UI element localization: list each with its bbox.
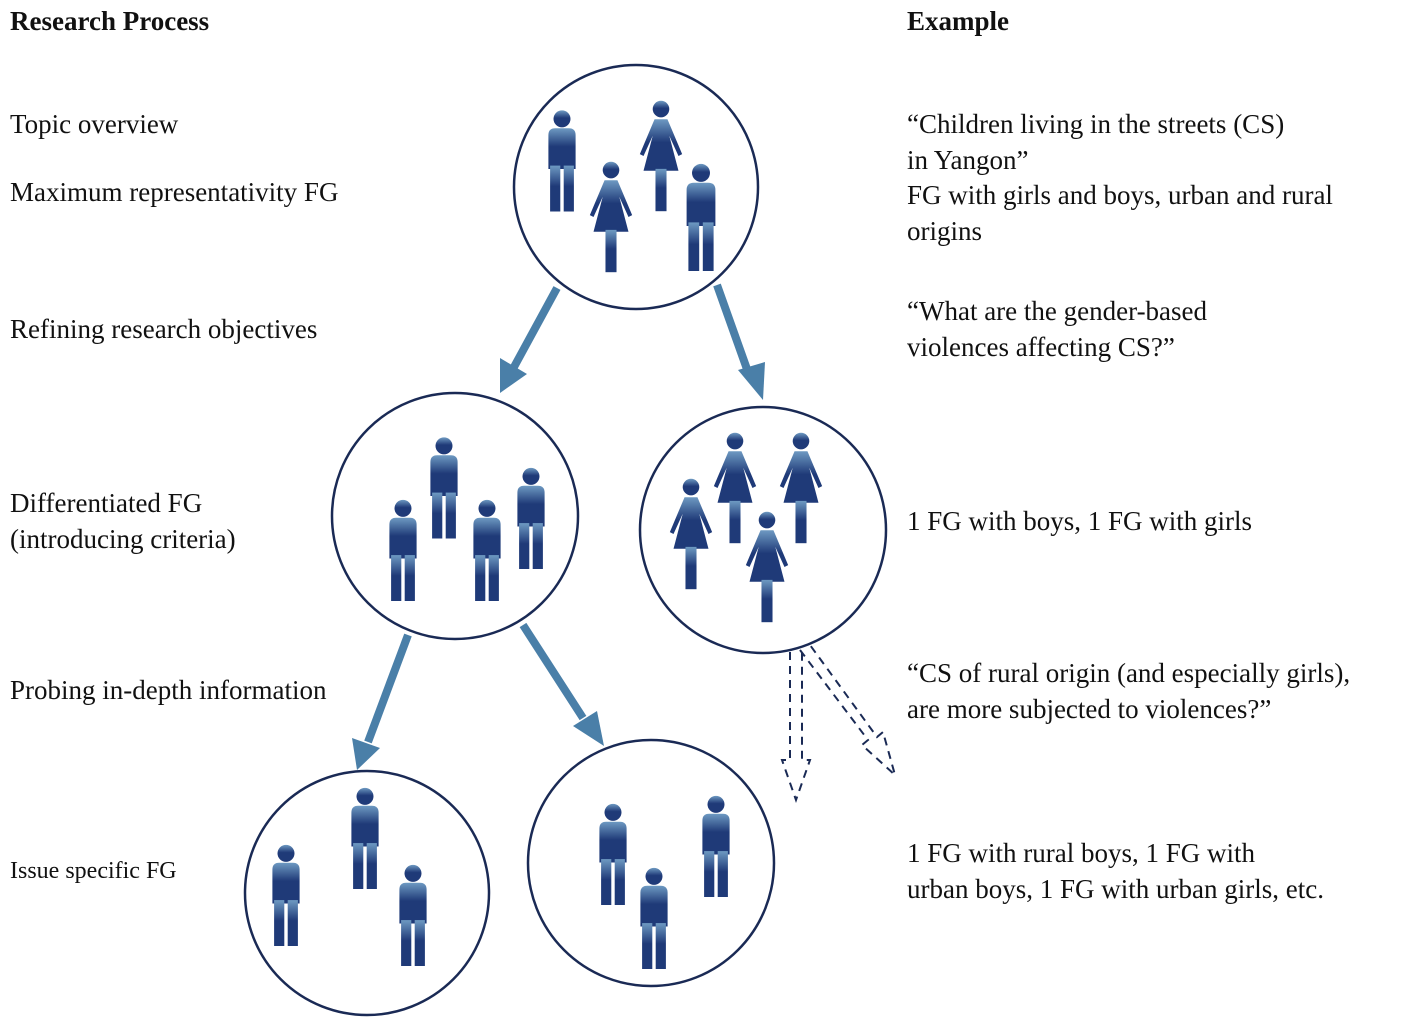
step-issue-specific-fg: Issue specific FG xyxy=(10,858,177,884)
example-max-fg-line-2: origins xyxy=(907,216,983,246)
step-differentiated-line-2: (introducing criteria) xyxy=(10,524,236,554)
example-objectives-line-2: violences affecting CS?” xyxy=(907,332,1175,362)
step-differentiated-fg: Differentiated FG (introducing criteria) xyxy=(10,485,236,557)
female-person-icon xyxy=(639,100,683,212)
female-person-icon xyxy=(779,432,823,544)
female-person-icon xyxy=(713,432,757,544)
male-person-icon xyxy=(272,844,300,946)
male-person-icon xyxy=(686,163,716,271)
step-differentiated-line-1: Differentiated FG xyxy=(10,488,203,518)
female-person-icon xyxy=(589,161,633,273)
example-differentiated: 1 FG with boys, 1 FG with girls xyxy=(907,506,1253,536)
group-circle-maximum xyxy=(512,63,760,311)
step-topic-overview: Topic overview xyxy=(10,109,179,139)
example-max-fg: FG with girls and boys, urban and rural … xyxy=(907,177,1333,249)
example-probing-line-2: are more subjected to violences?” xyxy=(907,694,1272,724)
group-circle-boys xyxy=(330,391,580,641)
example-objectives: “What are the gender-based violences aff… xyxy=(907,293,1207,365)
dashed-arrow-down xyxy=(780,652,812,804)
arrow-mid-to-bottom-left xyxy=(352,633,412,770)
step-probing-information: Probing in-depth information xyxy=(10,675,327,705)
group-circle-issue-a xyxy=(243,769,491,1017)
example-header: Example xyxy=(907,6,1010,36)
research-process-header: Research Process xyxy=(10,6,210,36)
male-person-icon xyxy=(702,795,730,897)
example-topic: “Children living in the streets (CS) in … xyxy=(907,106,1284,178)
step-refining-objectives: Refining research objectives xyxy=(10,314,318,344)
male-person-icon xyxy=(399,864,427,966)
male-person-icon xyxy=(389,499,417,601)
example-issue-line-2: urban boys, 1 FG with urban girls, etc. xyxy=(907,874,1324,904)
group-circle-girls xyxy=(638,405,888,655)
example-issue-specific: 1 FG with rural boys, 1 FG with urban bo… xyxy=(907,835,1324,907)
example-probing: “CS of rural origin (and especially girl… xyxy=(907,655,1350,727)
example-topic-line-2: in Yangon” xyxy=(907,145,1029,175)
female-person-icon xyxy=(745,511,789,623)
male-person-icon xyxy=(351,787,379,889)
example-max-fg-line-1: FG with girls and boys, urban and rural xyxy=(907,180,1333,210)
arrow-mid-to-bottom-right xyxy=(519,622,604,746)
male-person-icon xyxy=(430,437,458,539)
dashed-arrow-diagonal xyxy=(799,644,897,779)
male-person-icon xyxy=(517,467,545,569)
arrow-root-to-right xyxy=(713,283,765,400)
example-topic-line-1: “Children living in the streets (CS) xyxy=(907,109,1285,139)
group-circle-issue-b xyxy=(526,738,776,988)
example-objectives-line-1: “What are the gender-based xyxy=(907,296,1208,326)
male-person-icon xyxy=(599,803,627,905)
step-maximum-representativity: Maximum representativity FG xyxy=(10,177,339,207)
female-person-icon xyxy=(669,478,713,590)
male-person-icon xyxy=(640,867,668,969)
example-probing-line-1: “CS of rural origin (and especially girl… xyxy=(907,658,1351,688)
example-issue-line-1: 1 FG with rural boys, 1 FG with xyxy=(907,838,1256,868)
male-person-icon xyxy=(473,499,501,601)
male-person-icon xyxy=(548,110,576,212)
arrow-root-to-left xyxy=(500,286,561,393)
